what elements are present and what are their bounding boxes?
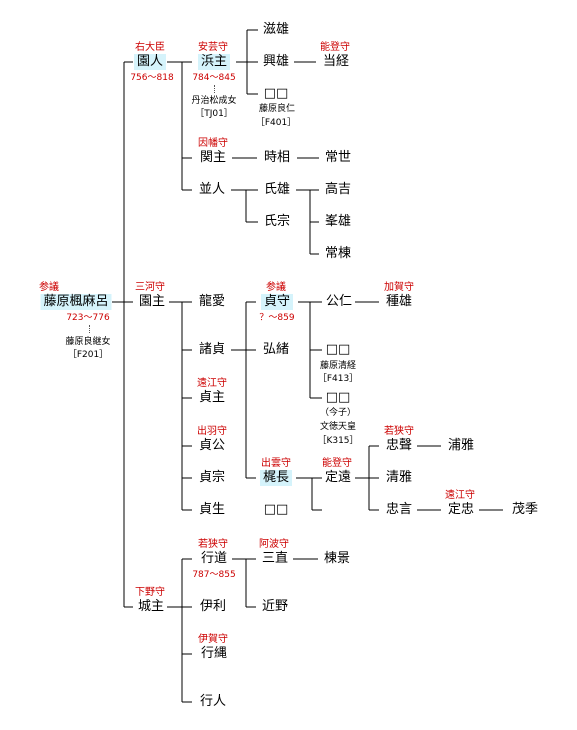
unknown4-id: ［K315］ xyxy=(317,436,359,446)
person-unknown2[interactable]: □□ xyxy=(263,502,289,517)
person-shigesue[interactable]: 茂季 xyxy=(511,502,539,517)
person-kajinaga[interactable]: 梶長 xyxy=(259,470,293,486)
person-takayoshi[interactable]: 高吉 xyxy=(324,182,352,197)
person-tatsuai[interactable]: 龍愛 xyxy=(198,294,226,309)
masatsune-title: 能登守 xyxy=(320,42,350,53)
person-tokimasa[interactable]: 時相 xyxy=(263,150,291,165)
tadaaki-title: 若狭守 xyxy=(384,426,414,437)
person-sadakimi[interactable]: 貞公 xyxy=(198,438,226,453)
person-okio[interactable]: 興雄 xyxy=(262,54,290,69)
yukitsuna-title: 伊賀守 xyxy=(198,634,228,645)
person-taneo[interactable]: 種雄 xyxy=(385,294,413,309)
person-kiyomasa[interactable]: 清雅 xyxy=(385,470,413,485)
person-mineo[interactable]: 峯雄 xyxy=(324,214,352,229)
person-sonoaruji[interactable]: 園主 xyxy=(138,294,166,309)
yukimichi-dates: 787〜855 xyxy=(192,570,236,580)
person-tsuneyo[interactable]: 常世 xyxy=(324,150,352,165)
sadanushi-title: 遠江守 xyxy=(197,378,227,389)
person-tsunemune[interactable]: 常棟 xyxy=(324,246,352,261)
fusasaki-dates: 723〜776 xyxy=(66,313,110,323)
person-sadatada[interactable]: 定忠 xyxy=(447,502,475,517)
kajinaga-title: 出雲守 xyxy=(261,458,291,469)
sadamori-dates: ？〜859 xyxy=(259,313,295,323)
person-yukihito[interactable]: 行人 xyxy=(199,694,227,709)
sonoaruji-title: 三河守 xyxy=(135,282,165,293)
hamanushi-title: 安芸守 xyxy=(198,42,228,53)
unknown3-id: ［F413］ xyxy=(317,374,359,384)
person-sekinushi[interactable]: 関主 xyxy=(199,150,227,165)
hamanushi-dates: 784〜845 xyxy=(192,73,236,83)
sadamori-title: 参議 xyxy=(266,282,286,293)
person-masatsune[interactable]: 当経 xyxy=(322,54,350,69)
person-chikano[interactable]: 近野 xyxy=(261,599,289,614)
hamanushi-wife-id: ［TJ01］ xyxy=(195,109,233,119)
person-tadaaki[interactable]: 忠聲 xyxy=(385,438,413,453)
person-unknown4[interactable]: □□ xyxy=(325,390,351,405)
unknown4-note: （今子） xyxy=(319,408,357,418)
sonohito-dates: 756〜818 xyxy=(130,73,174,83)
unknown4-emperor: 文徳天皇 xyxy=(319,422,357,432)
person-tadakoto[interactable]: 忠言 xyxy=(385,502,413,517)
person-hamanushi[interactable]: 浜主 xyxy=(197,54,231,70)
sadakimi-title: 出羽守 xyxy=(197,426,227,437)
sadatoo-title: 能登守 xyxy=(322,458,352,469)
hamanushi-spouse-link xyxy=(214,85,216,93)
fusasaki-wife-note: 藤原良継女 xyxy=(65,337,111,347)
person-sadanushi[interactable]: 貞主 xyxy=(198,390,226,405)
unknown1-note: 藤原良仁 xyxy=(258,104,296,114)
shironushi-title: 下野守 xyxy=(135,587,165,598)
person-namihito[interactable]: 並人 xyxy=(198,182,226,197)
person-uramasa[interactable]: 浦雅 xyxy=(447,438,475,453)
person-sadamune[interactable]: 貞宗 xyxy=(198,470,226,485)
yukimichi-title: 若狭守 xyxy=(198,539,228,550)
person-unknown1[interactable]: □□ xyxy=(263,86,289,101)
person-fusasaki[interactable]: 藤原楓麻呂 xyxy=(40,294,112,310)
person-ujio[interactable]: 氏雄 xyxy=(263,182,291,197)
person-sadao[interactable]: 貞生 xyxy=(198,502,226,517)
person-minao[interactable]: 三直 xyxy=(261,551,289,566)
person-unknown3[interactable]: □□ xyxy=(325,342,351,357)
person-ujimune[interactable]: 氏宗 xyxy=(263,214,291,229)
person-sadamori[interactable]: 貞守 xyxy=(260,294,294,310)
person-yukimichi[interactable]: 行道 xyxy=(200,551,228,566)
person-yukitsuna[interactable]: 行縄 xyxy=(200,646,228,661)
person-sadatoo[interactable]: 定遠 xyxy=(324,470,352,485)
sonohito-title: 右大臣 xyxy=(135,42,165,53)
fusasaki-wife-id: ［F201］ xyxy=(67,350,109,360)
person-iri[interactable]: 伊利 xyxy=(199,599,227,614)
fusasaki-spouse-link xyxy=(89,325,91,333)
sadatada-title: 遠江守 xyxy=(445,490,475,501)
person-munekage[interactable]: 棟景 xyxy=(323,551,351,566)
person-sonohito[interactable]: 園人 xyxy=(133,54,167,70)
person-hirotsugu[interactable]: 弘緒 xyxy=(262,342,290,357)
hamanushi-wife-note: 丹治松成女 xyxy=(191,96,237,106)
unknown3-note: 藤原清経 xyxy=(319,361,357,371)
taneo-title: 加賀守 xyxy=(384,282,414,293)
person-shigeo[interactable]: 滋雄 xyxy=(262,22,290,37)
minao-title: 阿波守 xyxy=(259,539,289,550)
fusasaki-title: 参議 xyxy=(39,282,59,293)
unknown1-id: ［F401］ xyxy=(255,118,297,128)
person-shironushi[interactable]: 城主 xyxy=(137,599,165,614)
person-morosada[interactable]: 諸貞 xyxy=(198,342,226,357)
person-kimihito[interactable]: 公仁 xyxy=(325,294,353,309)
sekinushi-title: 因幡守 xyxy=(198,138,228,149)
